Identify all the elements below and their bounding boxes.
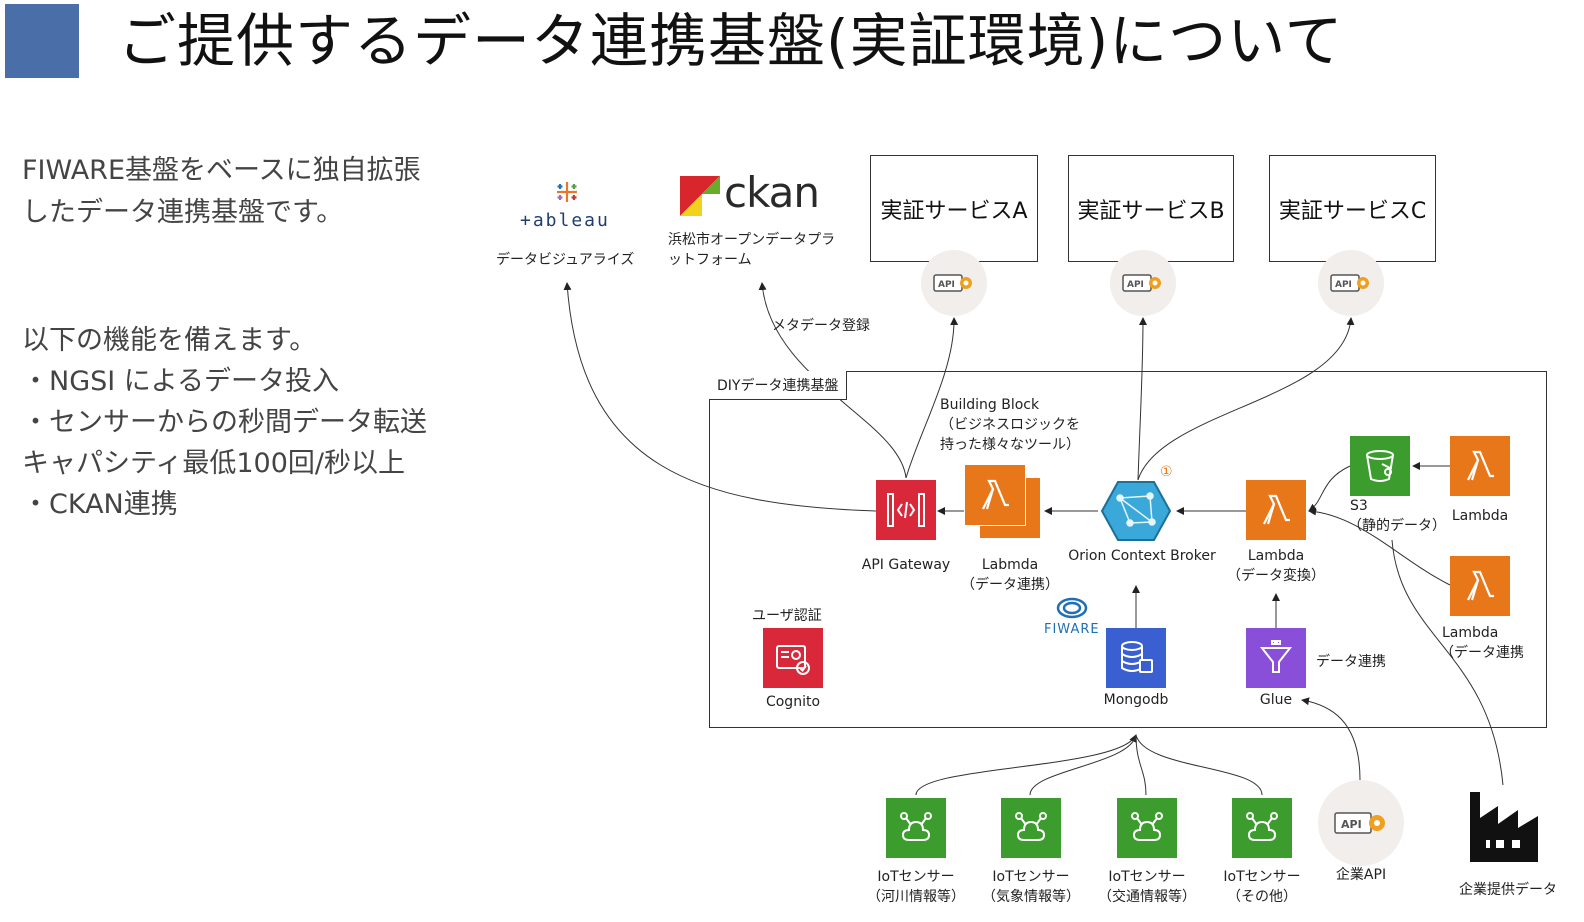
lambda-convert-label-2: （データ変換） <box>1227 568 1325 584</box>
fiware-wordmark: FIWARE <box>1044 622 1100 637</box>
service-a-api-icon: API <box>921 250 987 316</box>
lambda-right2-icon <box>1450 556 1510 616</box>
cognito-icon <box>763 628 823 688</box>
title-accent-square <box>5 4 79 78</box>
intro-line-1: FIWARE基盤をベースに独自拡張 <box>22 155 421 186</box>
user-auth-label: ユーザ認証 <box>752 608 822 624</box>
page-title: ご提供するデータ連携基盤(実証環境)について <box>118 7 1344 75</box>
company-api-text: API <box>1341 818 1362 831</box>
glue-edge-label: データ連携 <box>1316 654 1386 670</box>
factory-icon <box>1466 788 1542 864</box>
building-block-line-3: 持った様々なツール） <box>940 437 1080 453</box>
iot-sensor-traffic-icon <box>1117 798 1177 858</box>
api-gateway-icon <box>876 480 936 540</box>
s3-label-2: （静的データ） <box>1348 518 1446 534</box>
lambda-right2-label-2: （データ連携 <box>1440 645 1524 661</box>
iot-sensor-weather-label-1: IoTセンサー <box>992 869 1070 885</box>
tableau-label: データビジュアライズ <box>496 252 635 268</box>
iot-sensor-river-icon <box>886 798 946 858</box>
building-block-line-2: （ビジネスロジックを <box>940 417 1080 433</box>
iot-sensor-other-label-1: IoTセンサー <box>1223 869 1301 885</box>
fiware-logo-icon <box>1055 596 1089 620</box>
platform-name: DIYデータ連携基盤 <box>709 371 848 400</box>
ckan-wordmark: ckan <box>724 168 820 217</box>
service-b-api-text: API <box>1127 280 1144 290</box>
service-a-label: 実証サービスA <box>880 198 1028 224</box>
s3-bucket-icon <box>1350 436 1410 496</box>
ckan-label-line-1: 浜松市オープンデータプラ <box>668 232 836 248</box>
iot-sensor-river-label-2: （河川情報等） <box>867 889 965 905</box>
service-c-api-icon: API <box>1318 250 1384 316</box>
diy-platform-boundary <box>709 371 1547 728</box>
lambda-convert-icon <box>1246 480 1306 540</box>
lambda-link-label-1: Labmda <box>981 557 1039 573</box>
iot-sensor-other-label-2: （その他） <box>1227 889 1297 905</box>
tableau-logo-icon <box>555 180 579 204</box>
tableau-wordmark: +ableau <box>520 210 610 231</box>
lambda-link-label-2: （データ連携） <box>961 577 1059 593</box>
cognito-label: Cognito <box>765 694 821 710</box>
building-block-line-1: Building Block <box>940 397 1040 413</box>
service-a-api-text: API <box>938 280 955 290</box>
service-b-box: 実証サービスB <box>1068 155 1234 262</box>
api-gateway-label: API Gateway <box>861 557 951 573</box>
service-b-api-icon: API <box>1110 250 1176 316</box>
intro-line-2: したデータ連携基盤です。 <box>22 197 344 228</box>
orion-label: Orion Context Broker <box>1068 548 1216 564</box>
glue-label: Glue <box>1259 692 1293 708</box>
lambda-right2-label-1: Lambda <box>1442 625 1499 641</box>
iot-sensor-traffic-label-1: IoTセンサー <box>1108 869 1186 885</box>
iot-sensor-weather-label-2: （気象情報等） <box>982 889 1080 905</box>
mongodb-database-icon <box>1106 628 1166 688</box>
mongodb-label: Mongodb <box>1103 692 1169 708</box>
service-c-label: 実証サービスC <box>1278 198 1427 224</box>
feature-ngsi: ・NGSI によるデータ投入 <box>22 366 339 397</box>
lambda-right-icon <box>1450 436 1510 496</box>
iot-sensor-river-label-1: IoTセンサー <box>877 869 955 885</box>
orion-marker: ① <box>1160 464 1173 480</box>
service-c-api-text: API <box>1335 280 1352 290</box>
lambda-right-label: Lambda <box>1451 508 1509 524</box>
service-c-box: 実証サービスC <box>1269 155 1436 262</box>
iot-sensor-weather-icon <box>1001 798 1061 858</box>
glue-funnel-icon <box>1246 628 1306 688</box>
service-a-box: 実証サービスA <box>870 155 1038 262</box>
feature-sensor-capacity: キャパシティ最低100回/秒以上 <box>22 448 406 479</box>
lambda-link-icon <box>964 464 1026 526</box>
metadata-edge-label: メタデータ登録 <box>772 318 870 334</box>
company-api-icon: API <box>1318 780 1404 866</box>
s3-label-1: S3 <box>1350 498 1368 514</box>
iot-sensor-traffic-label-2: （交通情報等） <box>1098 889 1196 905</box>
company-data-label: 企業提供データ <box>1459 882 1557 898</box>
company-api-label: 企業API <box>1335 867 1387 883</box>
iot-sensor-other-icon <box>1232 798 1292 858</box>
service-b-label: 実証サービスB <box>1077 198 1225 224</box>
ckan-logo-icon <box>680 176 720 216</box>
lambda-convert-label-1: Lambda <box>1247 548 1305 564</box>
orion-context-broker-icon <box>1100 478 1172 544</box>
feature-ckan: ・CKAN連携 <box>22 489 178 520</box>
ckan-label-line-2: ットフォーム <box>668 252 752 268</box>
feature-sensor-transfer: ・センサーからの秒間データ転送 <box>22 407 427 438</box>
features-heading: 以下の機能を備えます。 <box>22 325 317 356</box>
